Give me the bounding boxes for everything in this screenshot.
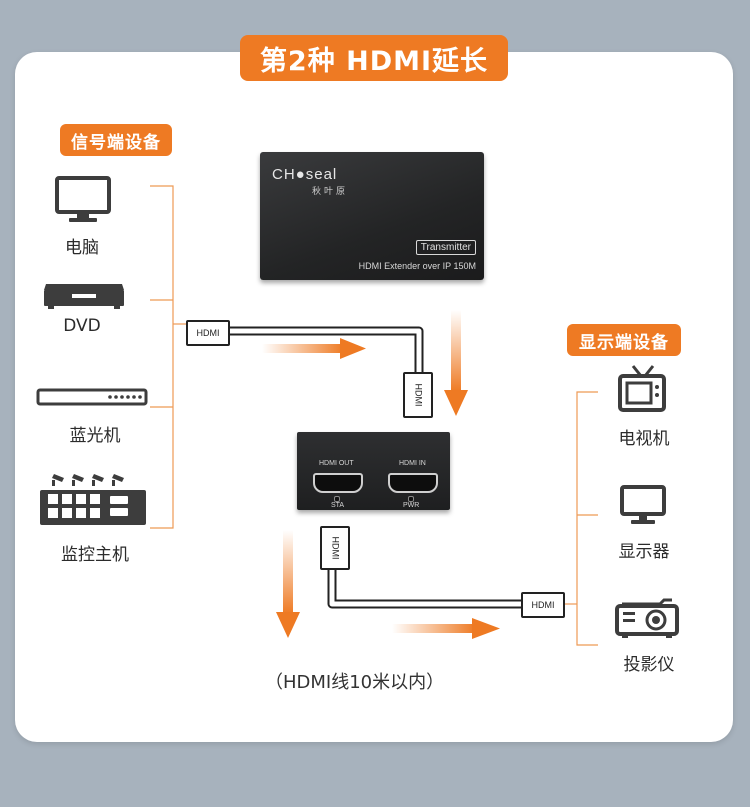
source-label-dvd: DVD (63, 316, 101, 336)
arrow-down-1 (444, 310, 468, 416)
hdmi-out-port (313, 473, 363, 493)
cable-length-note: （HDMI线10米以内） (265, 672, 445, 693)
pwr-label: PWR (403, 502, 420, 509)
port-out-label: HDMI OUT (319, 460, 354, 467)
transmitter-tag: Transmitter (415, 240, 476, 255)
bluray-player-icon (36, 388, 148, 406)
page-title: 第2种 HDMI延长 (240, 35, 508, 81)
port-in-label: HDMI IN (399, 460, 426, 467)
source-label-computer: 电脑 (65, 238, 99, 258)
display-label-projector: 投影仪 (623, 655, 675, 675)
display-devices-tag: 显示端设备 (567, 324, 681, 356)
hdmi-plug-label: HDMI (196, 328, 220, 338)
transmitter-device: CH●seal 秋叶原 Transmitter HDMI Extender ov… (260, 152, 484, 280)
transmitter-desc: HDMI Extender over IP 150M (358, 261, 476, 271)
hdmi-plug-transmitter: HDMI (403, 372, 433, 418)
sta-label: STA (331, 502, 345, 509)
hdmi-plug-display: HDMI (521, 592, 565, 618)
source-label-surveillance-host: 监控主机 (61, 545, 129, 565)
projector-icon (615, 598, 679, 638)
surveillance-host-icon (40, 474, 146, 525)
arrow-down-2 (276, 530, 300, 638)
brand-logo: CH●seal (272, 166, 338, 183)
tv-icon (618, 365, 666, 412)
hdmi-plug-label: HDMI (330, 536, 340, 560)
display-label-tv: 电视机 (618, 429, 670, 449)
receiver-device: HDMI OUT HDMI IN STA PWR (297, 432, 450, 510)
monitor-icon (620, 485, 666, 524)
display-label-monitor: 显示器 (618, 542, 670, 562)
dvd-player-icon (44, 284, 124, 309)
hdmi-plug-label: HDMI (413, 383, 423, 407)
pwr-led (408, 496, 414, 502)
hdmi-in-port (388, 473, 438, 493)
source-label-bluray: 蓝光机 (69, 426, 121, 446)
computer-icon (55, 176, 111, 222)
sta-led (334, 496, 340, 502)
brand-sub: 秋叶原 (312, 187, 349, 197)
arrow-right-2 (392, 618, 500, 639)
hdmi-plug-label: HDMI (531, 600, 555, 610)
hdmi-plug-source: HDMI (186, 320, 230, 346)
hdmi-plug-receiver: HDMI (320, 526, 350, 570)
source-devices-tag: 信号端设备 (60, 124, 172, 156)
arrow-right-1 (262, 338, 366, 359)
